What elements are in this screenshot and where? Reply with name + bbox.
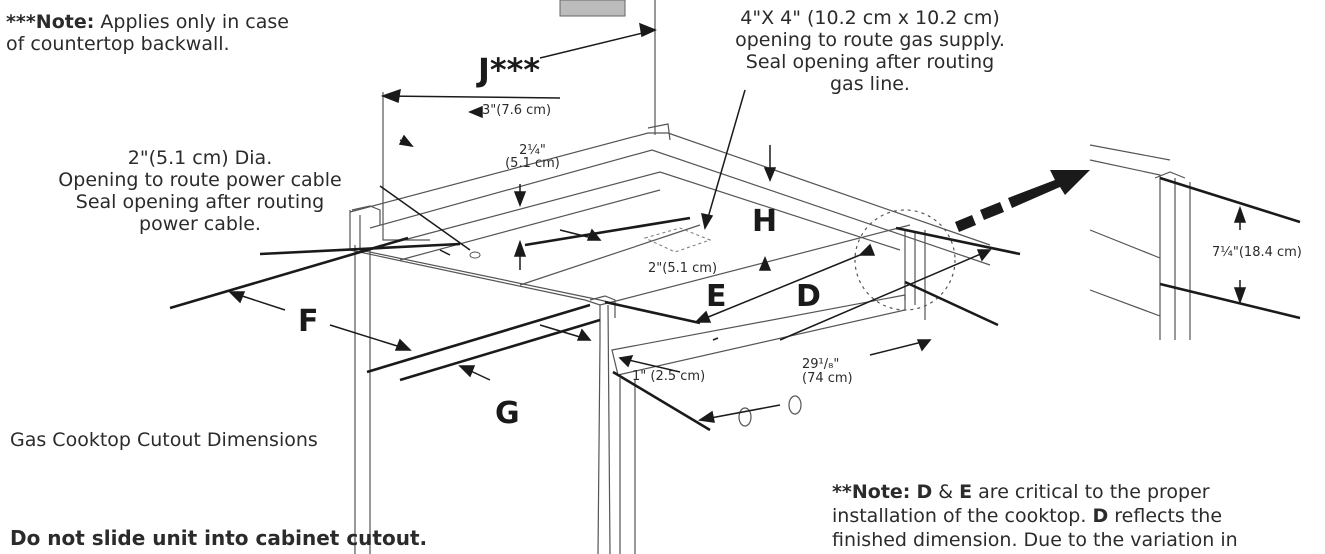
label-e: E	[706, 279, 727, 314]
critical-amp: &	[932, 481, 960, 503]
critical-note: **Note: D & E are critical to the proper…	[832, 480, 1238, 552]
critical-rest1: are critical to the proper	[972, 481, 1210, 503]
power-line1: 2"(5.1 cm) Dia.	[127, 147, 273, 169]
backwall-note-line1: Applies only in case	[94, 11, 289, 33]
dim-2q-top: 2¼"	[519, 143, 546, 158]
critical-note-bold: **Note:	[832, 481, 911, 503]
dim-2q: 2¼" (5.1 cm)	[490, 144, 575, 170]
critical-e: E	[959, 481, 973, 503]
dim-2q-bottom: (5.1 cm)	[505, 156, 560, 171]
label-f: F	[298, 304, 319, 339]
dim-2in: 2"(5.1 cm)	[648, 261, 718, 276]
backwall-note: ***Note: Applies only in case of counter…	[6, 11, 289, 56]
gas-opening-line2: opening to route gas supply.	[735, 28, 1005, 51]
label-j: J***	[478, 51, 541, 89]
power-line2: Opening to route power cable	[58, 168, 342, 191]
dim-29-bottom: (74 cm)	[802, 370, 853, 386]
power-line3: Seal opening after routing	[75, 190, 325, 213]
dim-7q: 7¼"(18.4 cm)	[1212, 245, 1302, 260]
critical-line2: installation of the cooktop.	[832, 505, 1087, 528]
diagram-caption: Gas Cooktop Cutout Dimensions	[10, 429, 318, 451]
gas-opening-line3: Seal opening after routing	[745, 50, 995, 73]
backwall-note-line2: of countertop backwall.	[6, 32, 230, 55]
dim-29: 29¹/₈" (74 cm)	[802, 358, 853, 385]
gas-opening-line1: 4"X 4" (10.2 cm x 10.2 cm)	[740, 7, 1000, 29]
critical-line2-rest: reflects the	[1108, 505, 1223, 528]
power-opening-note: 2"(5.1 cm) Dia. Opening to route power c…	[10, 147, 390, 235]
dim-3in: 3"(7.6 cm)	[482, 103, 552, 118]
dim-1in: 1" (2.5 cm)	[632, 369, 706, 384]
critical-d2: D	[1092, 505, 1109, 528]
label-d: D	[796, 279, 821, 314]
label-h: H	[752, 204, 778, 239]
label-g: G	[495, 396, 520, 431]
critical-line3: finished dimension. Due to the variation…	[832, 529, 1238, 552]
gas-opening-note: 4"X 4" (10.2 cm x 10.2 cm) opening to ro…	[690, 7, 1050, 95]
warning-text: Do not slide unit into cabinet cutout.	[10, 526, 428, 550]
critical-d: D	[916, 481, 933, 503]
dim-29-top: 29¹/₈"	[802, 357, 840, 372]
gas-opening-line4: gas line.	[830, 72, 910, 95]
power-line4: power cable.	[139, 212, 261, 235]
backwall-note-bold: ***Note:	[6, 11, 95, 33]
